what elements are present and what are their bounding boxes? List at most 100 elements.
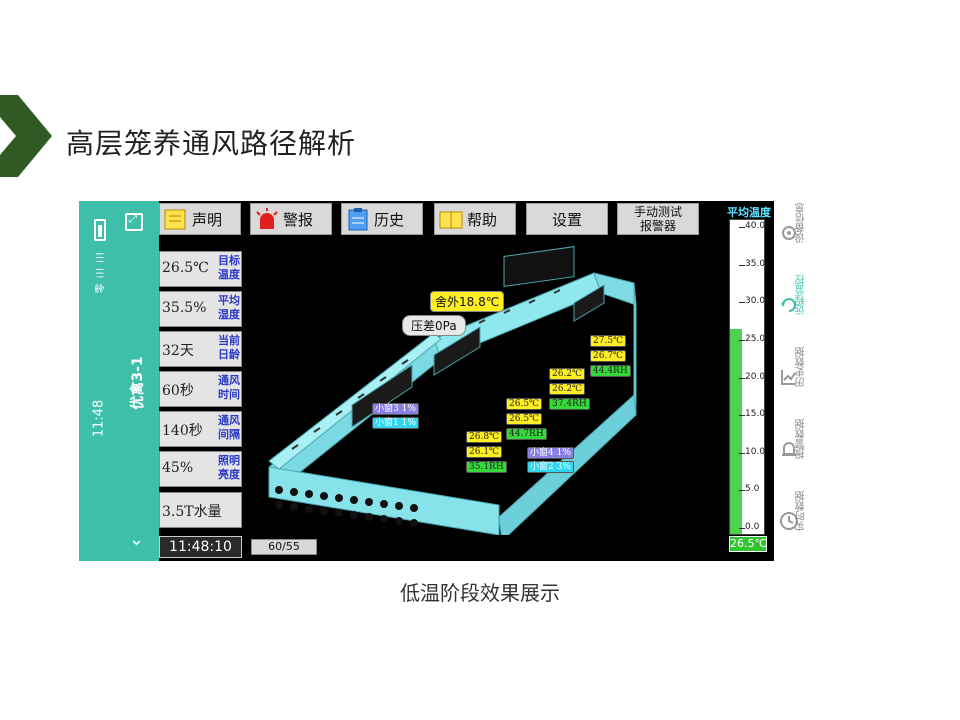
chevron-down-icon[interactable]: ⌄ — [129, 529, 145, 550]
refresh-icon — [781, 298, 796, 312]
expand-icon[interactable]: ⤢ — [125, 213, 143, 231]
slide-caption: 低温阶段效果展示 — [400, 581, 560, 605]
thermometer-fill — [730, 328, 742, 534]
thermometer-tick — [739, 227, 745, 228]
param-label: 通风间隔 — [218, 414, 240, 441]
param-label: 通风时间 — [218, 374, 240, 401]
counter-display: 60/55 — [251, 539, 317, 555]
window-status: 小窗2 3% — [527, 461, 574, 473]
pressure-label: 压差0Pa — [402, 315, 466, 336]
status-strip: 零 ill ill ⤢ 优禽3-1 11:48 ⌄ — [79, 201, 159, 561]
thermometer-tick-label: 10.0 — [745, 446, 766, 457]
house-name: 优禽3-1 — [130, 356, 146, 410]
thermometer-tick-label: 40.0 — [745, 221, 766, 231]
thermometer-tick — [739, 377, 745, 379]
nav-label: 报警数据 — [796, 419, 807, 459]
gear-icon — [782, 226, 796, 240]
param-avg-humidity[interactable]: 35.5% 平均湿度 — [159, 291, 242, 327]
nav-label: 实时数据 — [796, 491, 807, 531]
nav-alarm-data[interactable]: 报警数据 — [774, 417, 824, 489]
statement-button[interactable]: 声明 — [159, 203, 241, 235]
window-status: 小窗3 1% — [372, 403, 419, 415]
manual-test-label-2: 报警器 — [639, 219, 676, 233]
thermometer-tick — [739, 264, 745, 266]
settings-button[interactable]: 设置 — [526, 203, 608, 235]
param-value: 35.5% — [162, 300, 207, 316]
bell-icon — [782, 442, 796, 456]
param-light-level[interactable]: 45% 照明亮度 — [159, 451, 242, 487]
param-value: 45% — [162, 460, 194, 476]
chart-icon — [781, 370, 796, 385]
param-water[interactable]: 3.5T水量 — [159, 492, 242, 528]
clock-display: 11:48:10 — [159, 536, 242, 558]
sensor-humidity: 44.4RH — [590, 365, 631, 377]
note-icon — [164, 209, 186, 230]
thermometer-tick-label: 5.0 — [745, 484, 760, 495]
sensor-temp: 26.1℃ — [466, 446, 503, 458]
thermometer-tick-label: 20.0 — [745, 371, 766, 382]
side-nav: 设备信息 远程监控 历史数据 报警数据 实时数据 — [774, 201, 824, 561]
thermometer-tick — [739, 302, 745, 304]
sensor-temp: 27.5℃ — [590, 335, 627, 347]
settings-label: 设置 — [551, 210, 582, 229]
sensor-temp: 26.2℃ — [549, 368, 586, 380]
sensor-temp: 26.2℃ — [549, 383, 586, 395]
status-time: 11:48 — [91, 399, 107, 438]
outside-temp-label: 舍外18.8℃ — [430, 291, 505, 312]
thermometer-tick — [739, 528, 745, 529]
history-button[interactable]: 历史 — [341, 203, 423, 235]
thermometer-tick — [739, 490, 745, 492]
manual-test-label-1: 手动测试 — [633, 205, 682, 219]
nav-label: 历史数据 — [796, 347, 807, 387]
help-label: 帮助 — [466, 210, 497, 229]
nav-realtime-data[interactable]: 实时数据 — [774, 489, 824, 561]
slide-title: 高层笼养通风路径解析 — [66, 127, 357, 160]
sensor-temp: 26.5℃ — [506, 398, 543, 410]
statement-label: 声明 — [191, 210, 222, 229]
book-icon — [439, 211, 463, 229]
param-label: 平均湿度 — [218, 294, 240, 321]
nav-device-info[interactable]: 设备信息 — [774, 201, 824, 273]
sensor-temp: 26.7℃ — [590, 350, 627, 362]
water-value: 3.5T水量 — [162, 504, 222, 520]
param-value: 140秒 — [162, 423, 203, 439]
window-status: 小窗1 1% — [372, 417, 419, 429]
window-status: 小窗4 1% — [527, 447, 574, 459]
nav-label: 远程监控 — [796, 275, 807, 315]
house-wireframe — [268, 246, 637, 535]
alarm-button[interactable]: 警报 — [250, 203, 332, 235]
alarm-light-icon — [256, 208, 278, 229]
param-vent-time[interactable]: 60秒 通风时间 — [159, 371, 242, 407]
param-vent-interval[interactable]: 140秒 通风间隔 — [159, 411, 242, 447]
param-label: 当前日龄 — [218, 334, 240, 361]
clipboard-icon — [348, 208, 368, 231]
slide-chevron-icon — [0, 95, 52, 177]
thermometer-tick-label: 30.0 — [745, 296, 766, 307]
system-status-icons: 零 ill ill — [95, 251, 107, 294]
thermometer-tick — [739, 339, 745, 341]
thermometer-value: 26.5℃ — [729, 536, 767, 552]
param-value: 32天 — [162, 343, 194, 359]
sensor-temp: 26.5℃ — [506, 413, 543, 425]
thermometer-tick — [739, 415, 745, 417]
alarm-label: 警报 — [282, 210, 313, 229]
house-scene: 舍外18.8℃ 压差0Pa 27.5℃ 26.7℃ 44.4RH 26.2℃ 2… — [244, 235, 724, 535]
manual-test-alarm-button[interactable]: 手动测试 报警器 — [617, 203, 699, 235]
thermometer-tick-label: 15.0 — [745, 409, 766, 420]
thermometer-tick-label: 0.0 — [745, 522, 760, 532]
clock-icon — [780, 512, 798, 530]
help-button[interactable]: 帮助 — [434, 203, 516, 235]
nav-remote-monitor[interactable]: 远程监控 — [774, 273, 824, 345]
nav-history-data[interactable]: 历史数据 — [774, 345, 824, 417]
history-label: 历史 — [373, 210, 404, 229]
sensor-humidity: 35.1RH — [466, 461, 507, 473]
battery-icon — [94, 219, 106, 241]
sensor-humidity: 44.7RH — [506, 428, 547, 440]
param-label: 照明亮度 — [218, 454, 240, 481]
param-value: 26.5℃ — [162, 260, 209, 276]
sensor-humidity: 37.4RH — [549, 398, 590, 410]
param-day-age[interactable]: 32天 当前日龄 — [159, 331, 242, 367]
thermometer-tick — [739, 452, 745, 454]
app-screenshot: 零 ill ill ⤢ 优禽3-1 11:48 ⌄ 声明 警报 历史 帮助 设置… — [79, 201, 774, 561]
param-target-temp[interactable]: 26.5℃ 目标温度 — [159, 251, 242, 287]
